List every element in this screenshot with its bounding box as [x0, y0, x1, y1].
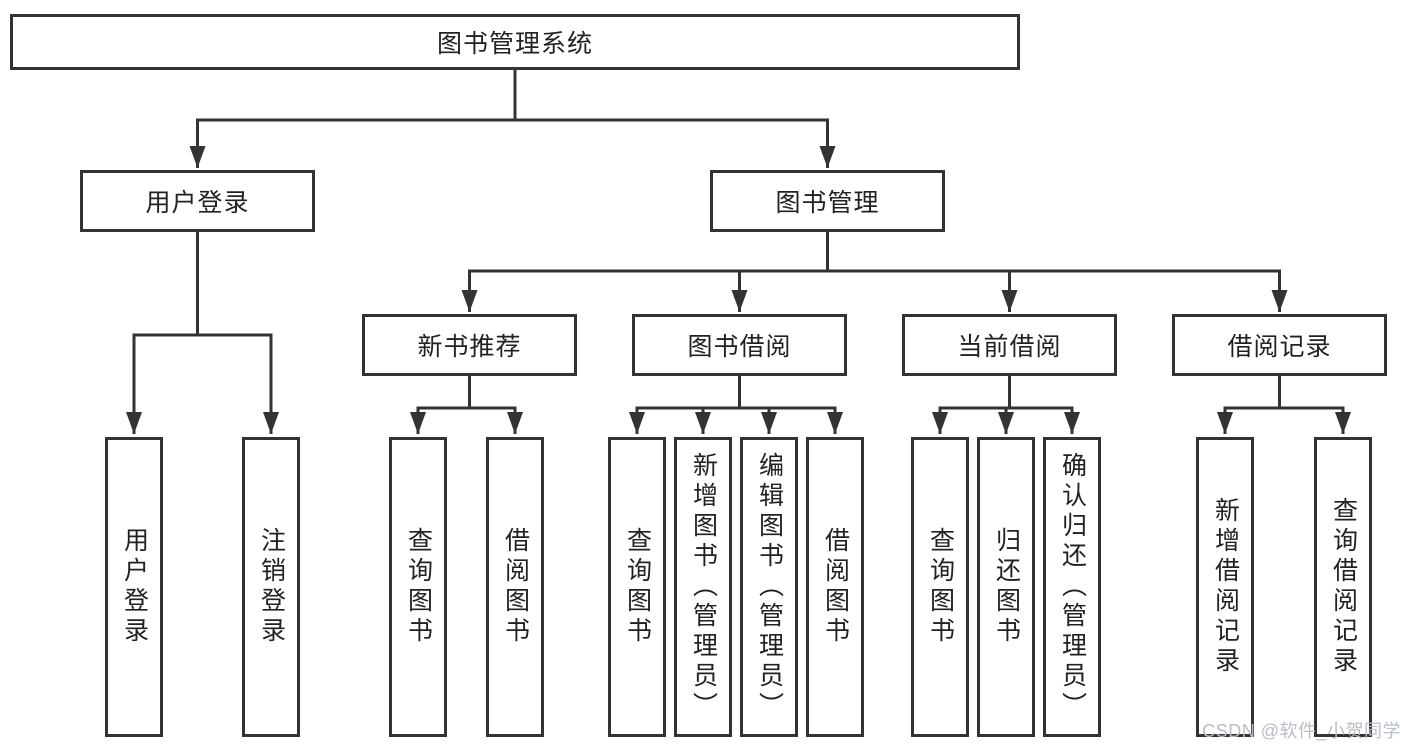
leaf-edit-book-admin-label: 编辑图书（管理员） — [755, 452, 784, 722]
leaf-borrow-books-borrow: 借阅图书 — [806, 437, 864, 737]
leaf-query-books-borrow: 查询图书 — [608, 437, 666, 737]
node-new-book-recommend-label: 新书推荐 — [417, 333, 522, 361]
node-book-management-label: 图书管理 — [775, 189, 880, 217]
leaf-user-login: 用户登录 — [105, 437, 163, 737]
leaf-query-books-current: 查询图书 — [911, 437, 969, 737]
node-borrow-records: 借阅记录 — [1172, 314, 1387, 376]
leaf-edit-book-admin: 编辑图书（管理员） — [740, 437, 798, 737]
leaf-borrow-books-borrow-label: 借阅图书 — [821, 527, 850, 647]
leaf-logout: 注销登录 — [242, 437, 300, 737]
node-root-label: 图书管理系统 — [436, 30, 593, 58]
node-book-borrow-label: 图书借阅 — [687, 333, 792, 361]
leaf-add-book-admin-label: 新增图书（管理员） — [689, 452, 718, 722]
node-current-borrow: 当前借阅 — [902, 314, 1117, 376]
leaf-confirm-return-admin-label: 确认归还（管理员） — [1058, 452, 1087, 722]
leaf-return-book: 归还图书 — [977, 437, 1035, 737]
leaf-logout-label: 注销登录 — [257, 527, 286, 647]
leaf-return-book-label: 归还图书 — [992, 527, 1021, 647]
leaf-add-book-admin: 新增图书（管理员） — [674, 437, 732, 737]
node-root: 图书管理系统 — [10, 14, 1020, 70]
node-current-borrow-label: 当前借阅 — [957, 333, 1062, 361]
leaf-confirm-return-admin: 确认归还（管理员） — [1043, 437, 1101, 737]
leaf-add-borrow-record-label: 新增借阅记录 — [1211, 497, 1240, 677]
leaf-query-books-borrow-label: 查询图书 — [623, 527, 652, 647]
leaf-user-login-label: 用户登录 — [120, 527, 149, 647]
leaf-borrow-books-recommend-label: 借阅图书 — [501, 527, 530, 647]
node-borrow-records-label: 借阅记录 — [1227, 333, 1332, 361]
node-book-management: 图书管理 — [710, 170, 945, 232]
leaf-add-borrow-record: 新增借阅记录 — [1196, 437, 1254, 737]
leaf-query-books-recommend: 查询图书 — [389, 437, 447, 737]
node-user-login-label: 用户登录 — [145, 189, 250, 217]
node-new-book-recommend: 新书推荐 — [362, 314, 577, 376]
leaf-query-borrow-record: 查询借阅记录 — [1314, 437, 1372, 737]
leaf-query-books-recommend-label: 查询图书 — [404, 527, 433, 647]
node-user-login: 用户登录 — [80, 170, 315, 232]
leaf-query-borrow-record-label: 查询借阅记录 — [1329, 497, 1358, 677]
leaf-query-books-current-label: 查询图书 — [926, 527, 955, 647]
watermark: CSDN @软件_小贺同学 — [1202, 721, 1401, 741]
leaf-borrow-books-recommend: 借阅图书 — [486, 437, 544, 737]
node-book-borrow: 图书借阅 — [632, 314, 847, 376]
